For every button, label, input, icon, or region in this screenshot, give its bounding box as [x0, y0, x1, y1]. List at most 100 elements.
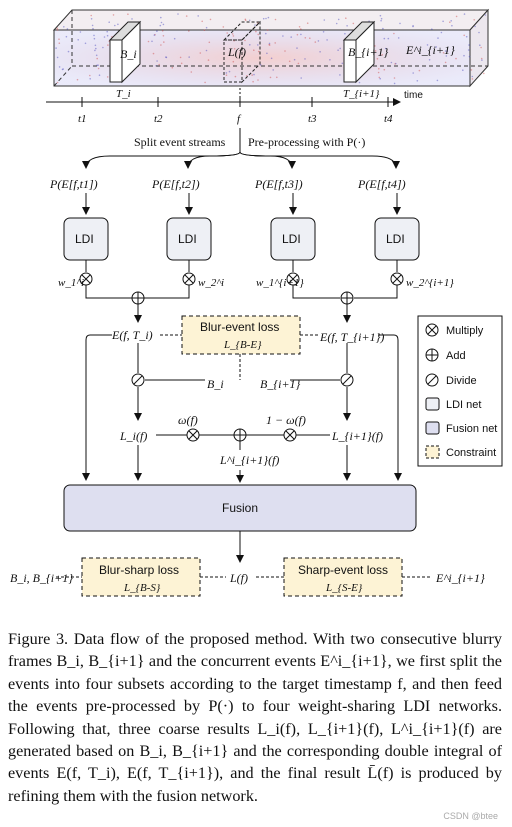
event-dot	[471, 78, 474, 80]
event-dot	[387, 37, 390, 40]
event-dot	[390, 61, 393, 64]
event-dot	[147, 40, 150, 43]
event-dot	[67, 50, 70, 53]
weight-2: w_2^i	[198, 277, 224, 289]
omega-label: ω(f)	[178, 413, 198, 427]
time-axis-label: time	[404, 90, 423, 101]
event-dot	[177, 13, 179, 15]
event-dot	[344, 32, 346, 35]
event-dot	[251, 74, 253, 76]
event-dot	[55, 47, 57, 49]
event-dot	[377, 71, 380, 74]
ldi-4-label: LDI	[386, 232, 405, 246]
event-dot	[97, 64, 99, 66]
event-dot	[94, 44, 97, 47]
event-dot	[209, 18, 212, 21]
event-dot	[270, 57, 273, 60]
sharp-event-loss-symbol: L_{S-E}	[325, 582, 363, 594]
event-dot	[63, 26, 65, 28]
event-dot	[467, 49, 470, 51]
event-dot	[300, 28, 302, 30]
tick-t2: t2	[154, 113, 163, 125]
event-dot	[412, 25, 414, 28]
event-dot	[463, 54, 465, 57]
event-dot	[358, 81, 361, 84]
event-dot	[288, 60, 291, 63]
event-dot	[393, 77, 396, 79]
event-dot	[436, 79, 439, 82]
event-dot	[455, 57, 457, 60]
caption-text: Figure 3. Data flow of the proposed meth…	[8, 630, 502, 805]
event-dot	[352, 22, 355, 25]
legend-add: Add	[446, 350, 466, 362]
event-dot	[319, 51, 321, 53]
e-left-label: E(f, T_i)	[111, 328, 153, 342]
event-dot	[161, 30, 164, 32]
event-dot	[158, 63, 160, 66]
event-dot	[440, 31, 443, 34]
event-dot	[431, 28, 433, 31]
divide-nodes	[131, 373, 354, 387]
event-dot	[484, 14, 487, 16]
event-dot	[89, 74, 91, 77]
event-dot	[269, 76, 272, 79]
event-dot	[394, 63, 396, 65]
event-inputs: P(E[f,t1]) P(E[f,t2]) P(E[f,t3]) P(E[f,t…	[49, 177, 406, 215]
legend-divide: Divide	[446, 375, 477, 387]
event-dot	[382, 27, 384, 30]
event-dot	[58, 38, 60, 40]
event-dot	[156, 30, 158, 32]
frame-l-f-label: L(f)	[227, 45, 246, 59]
event-dot	[412, 72, 415, 74]
e-right-label: E(f, T_{i+1})	[319, 330, 384, 344]
ldi-3-label: LDI	[282, 232, 301, 246]
tick-t3: t3	[308, 113, 317, 125]
fusion-net: Fusion	[63, 484, 417, 532]
event-dot	[268, 43, 271, 46]
event-dot	[112, 14, 115, 16]
event-dot	[297, 62, 300, 65]
event-dot	[204, 81, 206, 84]
events-label: E^i_{i+1}	[405, 43, 455, 57]
figure-caption: Figure 3. Data flow of the proposed meth…	[8, 628, 502, 807]
event-dot	[98, 74, 101, 76]
event-dot	[300, 33, 302, 36]
event-dot	[300, 77, 303, 79]
event-dot	[114, 24, 116, 27]
tick-t4: t4	[384, 113, 393, 125]
legend-ldi-icon	[425, 397, 440, 411]
event-dot	[374, 50, 377, 52]
event-dot	[304, 37, 307, 39]
event-dot	[274, 18, 277, 21]
event-dot	[304, 58, 306, 60]
event-dot	[171, 66, 174, 69]
frame-l-f: L(f)	[222, 20, 262, 84]
event-dot	[323, 19, 326, 21]
left-input-label: B_i, B_{i+1}	[10, 571, 73, 585]
event-dot	[79, 31, 82, 33]
event-dot	[248, 19, 251, 22]
event-dot	[446, 50, 449, 52]
event-dot	[267, 16, 270, 19]
event-dot	[306, 22, 309, 25]
event-dot	[483, 72, 485, 75]
event-dot	[257, 33, 260, 36]
blur-sharp-loss-box: Blur-sharp loss L_{B-S}	[81, 557, 201, 597]
event-dot	[481, 59, 483, 61]
add-nodes	[131, 291, 354, 305]
event-dot	[468, 44, 470, 46]
sharp-event-loss-title: Sharp-event loss	[298, 563, 388, 577]
event-dot	[160, 44, 162, 46]
weight-3: w_1^{i+1}	[256, 277, 304, 289]
flow-lines	[82, 334, 402, 483]
blur-sharp-loss-title: Blur-sharp loss	[99, 563, 179, 577]
weight-1: w_1^i	[58, 277, 84, 289]
event-dot	[244, 18, 247, 21]
event-dot	[173, 37, 176, 40]
event-dot	[266, 52, 268, 55]
event-dot	[341, 62, 344, 65]
event-dot	[107, 44, 109, 46]
input-2: P(E[f,t2])	[151, 177, 200, 191]
event-dot	[326, 39, 328, 41]
event-dot	[282, 35, 284, 37]
